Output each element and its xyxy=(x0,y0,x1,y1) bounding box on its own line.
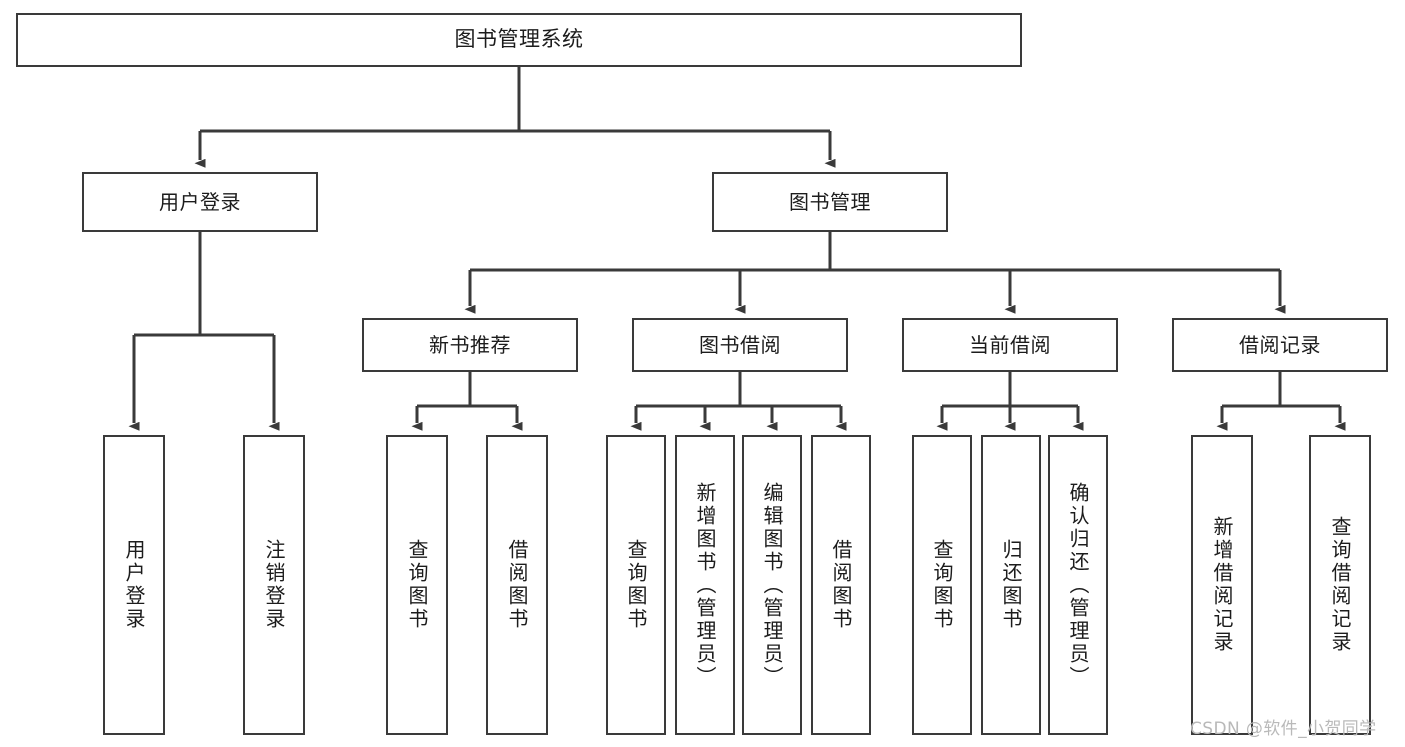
node-label: 新书推荐 xyxy=(429,332,511,357)
leaf-borrow-book[interactable]: 借阅图书 xyxy=(811,435,871,735)
leaf-confirm-return[interactable]: 确认归还（管理员） xyxy=(1048,435,1108,735)
leaf-logout-login[interactable]: 注销登录 xyxy=(243,435,305,735)
node-label: 注销登录 xyxy=(262,539,286,631)
node-label: 查询图书 xyxy=(930,539,954,631)
node-label: 查询图书 xyxy=(405,539,429,631)
leaf-return-book[interactable]: 归还图书 xyxy=(981,435,1041,735)
csdn-watermark: CSDN @软件_小贺同学 xyxy=(1190,719,1377,739)
node-label: 新增借阅记录 xyxy=(1210,516,1234,654)
node-new-book-recommend[interactable]: 新书推荐 xyxy=(362,318,578,372)
node-label: 借阅图书 xyxy=(505,539,529,631)
node-label: 当前借阅 xyxy=(969,332,1051,357)
node-label: 查询借阅记录 xyxy=(1328,516,1352,654)
leaf-borrow-book-recommend[interactable]: 借阅图书 xyxy=(486,435,548,735)
node-label: 用户登录 xyxy=(159,189,241,214)
node-borrow-record[interactable]: 借阅记录 xyxy=(1172,318,1388,372)
leaf-query-book-recommend[interactable]: 查询图书 xyxy=(386,435,448,735)
leaf-add-book[interactable]: 新增图书（管理员） xyxy=(675,435,735,735)
node-current-borrow[interactable]: 当前借阅 xyxy=(902,318,1118,372)
node-root-system[interactable]: 图书管理系统 xyxy=(16,13,1022,67)
leaf-add-borrow-record[interactable]: 新增借阅记录 xyxy=(1191,435,1253,735)
node-label: 确认归还（管理员） xyxy=(1066,481,1090,689)
node-user-login[interactable]: 用户登录 xyxy=(82,172,318,232)
leaf-query-borrow-record[interactable]: 查询借阅记录 xyxy=(1309,435,1371,735)
node-label: 图书借阅 xyxy=(699,332,781,357)
node-label: 图书管理 xyxy=(789,189,871,214)
leaf-edit-book[interactable]: 编辑图书（管理员） xyxy=(742,435,802,735)
node-label: 图书管理系统 xyxy=(454,27,584,52)
node-label: 借阅图书 xyxy=(829,539,853,631)
node-label: 查询图书 xyxy=(624,539,648,631)
node-label: 用户登录 xyxy=(122,539,146,631)
leaf-query-book-current[interactable]: 查询图书 xyxy=(912,435,972,735)
node-book-manage[interactable]: 图书管理 xyxy=(712,172,948,232)
node-label: 归还图书 xyxy=(999,539,1023,631)
leaf-user-login[interactable]: 用户登录 xyxy=(103,435,165,735)
node-book-borrow[interactable]: 图书借阅 xyxy=(632,318,848,372)
node-label: 借阅记录 xyxy=(1239,332,1321,357)
node-label: 新增图书（管理员） xyxy=(693,481,717,689)
node-label: 编辑图书（管理员） xyxy=(760,481,784,689)
leaf-query-book-borrow[interactable]: 查询图书 xyxy=(606,435,666,735)
